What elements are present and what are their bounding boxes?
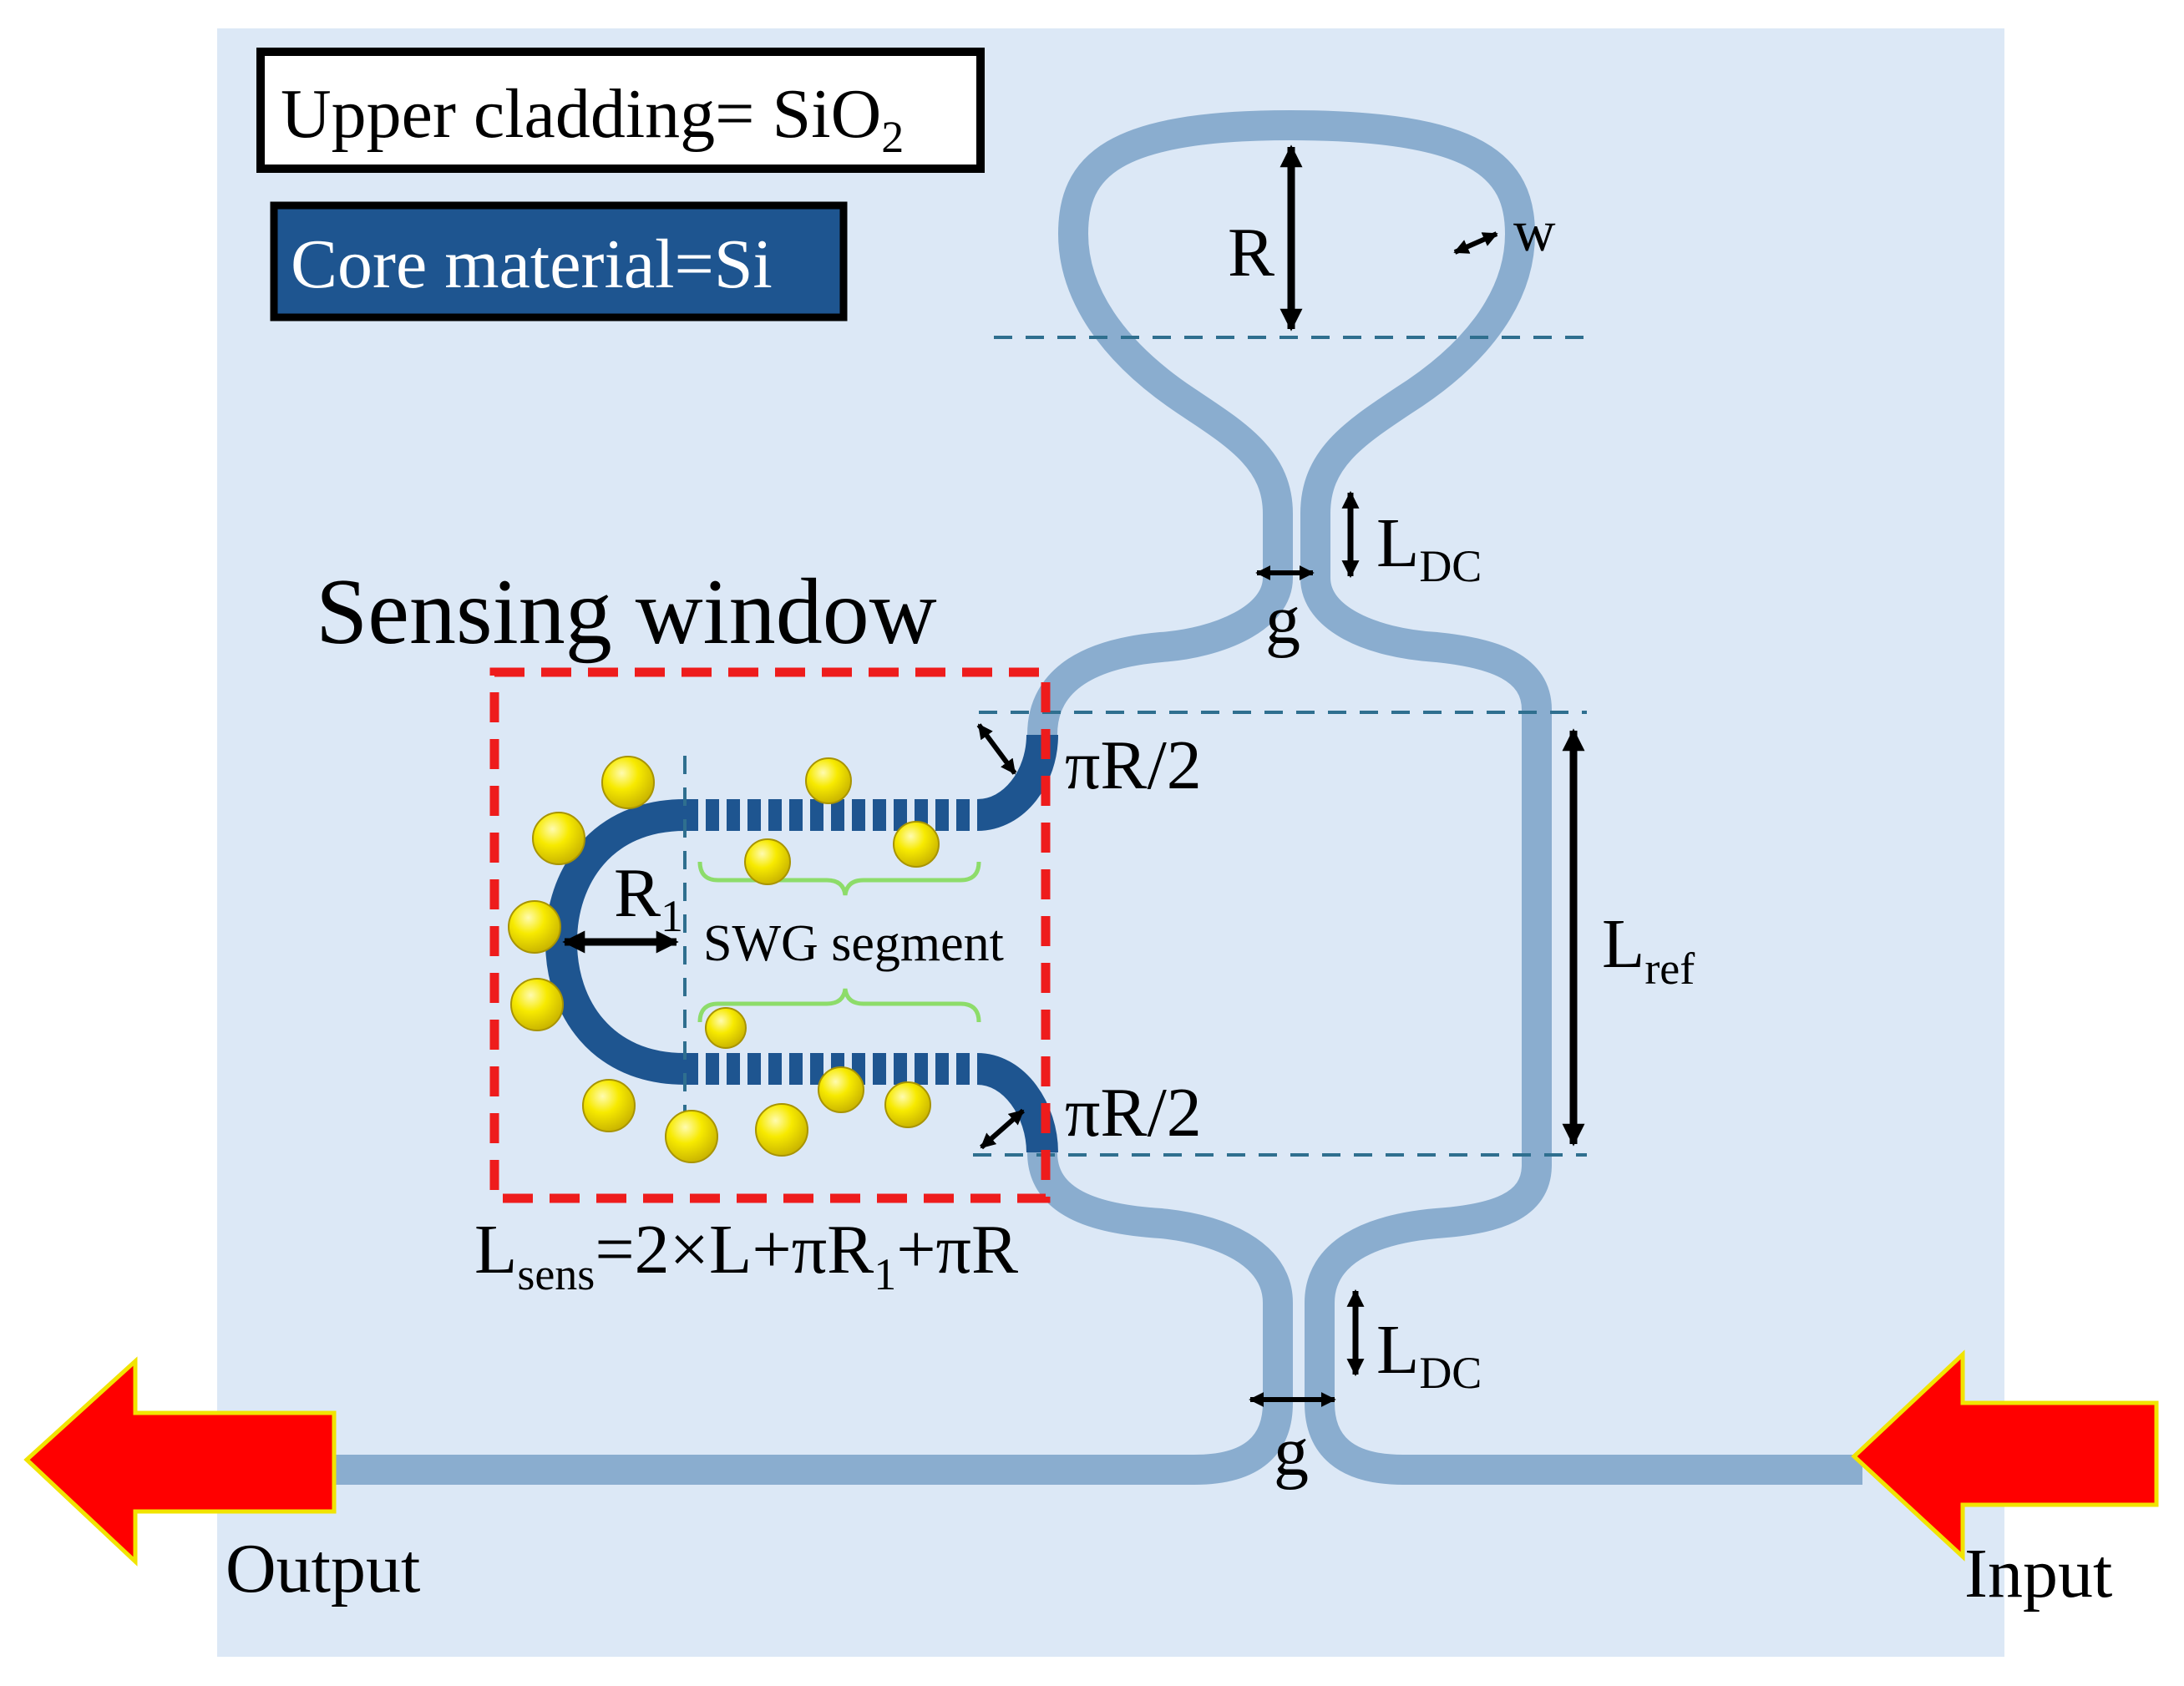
gold-nanoparticle-icon <box>510 978 564 1031</box>
label-lsens-sub2: 1 <box>874 1249 896 1299</box>
legend-cladding-sub: 2 <box>881 112 904 162</box>
gold-nanoparticle-icon <box>893 821 940 868</box>
label-lsens-end: +πR <box>896 1211 1018 1289</box>
label-pir2-bottom: πR/2 <box>1065 1074 1202 1152</box>
label-swg-segment: SWG segment <box>703 915 1004 972</box>
label-r1: R <box>614 854 661 932</box>
waveguide-network <box>334 109 1862 1485</box>
svg-text:Lref: Lref <box>1602 905 1695 994</box>
arrow-left-icon <box>1851 1349 2159 1562</box>
label-lsens-mid: =2×L+πR <box>595 1211 874 1289</box>
legend-core: Core material=Si <box>270 201 848 322</box>
gold-nanoparticle-icon <box>755 1103 808 1157</box>
w-dimension-arrow <box>1453 231 1498 255</box>
label-output: Output <box>225 1530 420 1608</box>
label-r: R <box>1228 214 1274 291</box>
swg-brackets <box>697 861 981 1023</box>
nanoparticles <box>508 756 940 1163</box>
label-input: Input <box>1964 1535 2112 1613</box>
svg-text:R1: R1 <box>614 854 683 941</box>
u-bend <box>545 799 686 1085</box>
gold-nanoparticle-icon <box>582 1079 636 1132</box>
label-ldc-top-sub: DC <box>1419 541 1482 591</box>
lower-coupler-right <box>1305 1163 1862 1485</box>
guide-lines <box>683 336 1595 1157</box>
lower-bend <box>975 1053 1058 1153</box>
pir2-top-arrow <box>976 723 1017 775</box>
label-w: w <box>1513 200 1556 264</box>
svg-text:LDC: LDC <box>1376 504 1482 591</box>
svg-text:LDC: LDC <box>1376 1311 1482 1398</box>
gold-nanoparticle-icon <box>532 812 585 865</box>
legend-cladding-text: Upper cladding= SiO <box>281 75 881 153</box>
lower-coupler-left <box>334 1151 1293 1485</box>
ring-resonator <box>1057 109 1536 551</box>
sensing-window-border <box>489 667 1051 1203</box>
label-lref: L <box>1602 905 1644 983</box>
label-ldc-bottom-sub: DC <box>1419 1348 1482 1398</box>
gold-nanoparticle-icon <box>884 1081 931 1128</box>
arrow-left-icon <box>23 1356 337 1567</box>
svg-text:Lsens=2×L+πR1+πR: Lsens=2×L+πR1+πR <box>474 1211 1018 1299</box>
gold-nanoparticle-icon <box>818 1066 864 1113</box>
gold-nanoparticle-icon <box>508 900 561 954</box>
label-lref-sub: ref <box>1644 944 1695 994</box>
dimension-arrows <box>562 144 1585 1407</box>
gold-nanoparticle-icon <box>665 1110 718 1163</box>
label-pir2-top: πR/2 <box>1065 727 1202 804</box>
gold-nanoparticle-icon <box>805 757 852 804</box>
label-ldc-top: L <box>1376 504 1419 582</box>
upper-coupler-right <box>1300 551 1552 711</box>
pir2-bottom-arrow <box>980 1108 1025 1150</box>
label-lsens: L <box>474 1211 517 1289</box>
gold-nanoparticle-icon <box>601 756 655 809</box>
gold-nanoparticle-icon <box>744 838 791 885</box>
gold-nanoparticle-icon <box>705 1007 747 1049</box>
svg-text:Upper cladding= SiO2: Upper cladding= SiO2 <box>281 75 904 162</box>
sensing-window-title: Sensing window <box>316 560 937 664</box>
label-g-top: g <box>1265 581 1300 659</box>
label-g-bottom: g <box>1274 1413 1309 1491</box>
legend-core-text: Core material=Si <box>291 225 773 303</box>
label-ldc-bottom: L <box>1376 1311 1419 1389</box>
upper-coupler-left <box>1027 551 1293 736</box>
label-lsens-sub1: sens <box>517 1249 595 1299</box>
legend-cladding: Upper cladding= SiO2 <box>256 48 985 173</box>
label-r1-sub: 1 <box>661 891 683 941</box>
